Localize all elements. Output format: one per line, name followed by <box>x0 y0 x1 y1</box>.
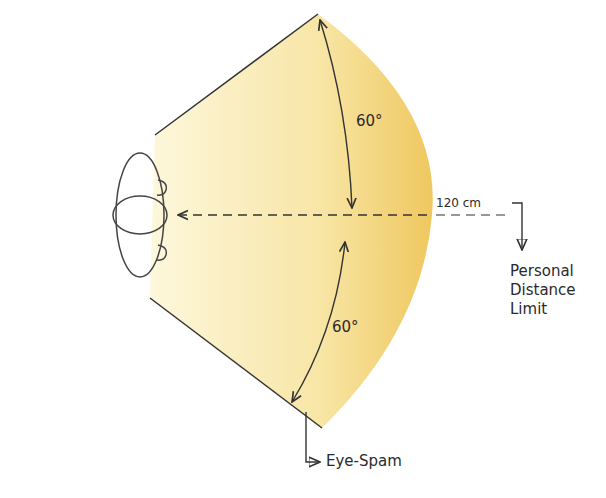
distance-line <box>178 214 428 215</box>
angle-label: 60° <box>332 318 359 337</box>
head-top-view <box>113 153 167 277</box>
angle-label: 60° <box>356 112 383 131</box>
note-label: Eye-Spam <box>326 452 402 471</box>
angle-arrow <box>320 20 352 208</box>
note-label: Personal Distance Limit <box>510 262 596 318</box>
leader-line <box>512 203 522 250</box>
leader-line <box>306 412 320 462</box>
eye-span-cone <box>150 14 433 428</box>
dimension-label: 120 cm <box>434 196 483 211</box>
